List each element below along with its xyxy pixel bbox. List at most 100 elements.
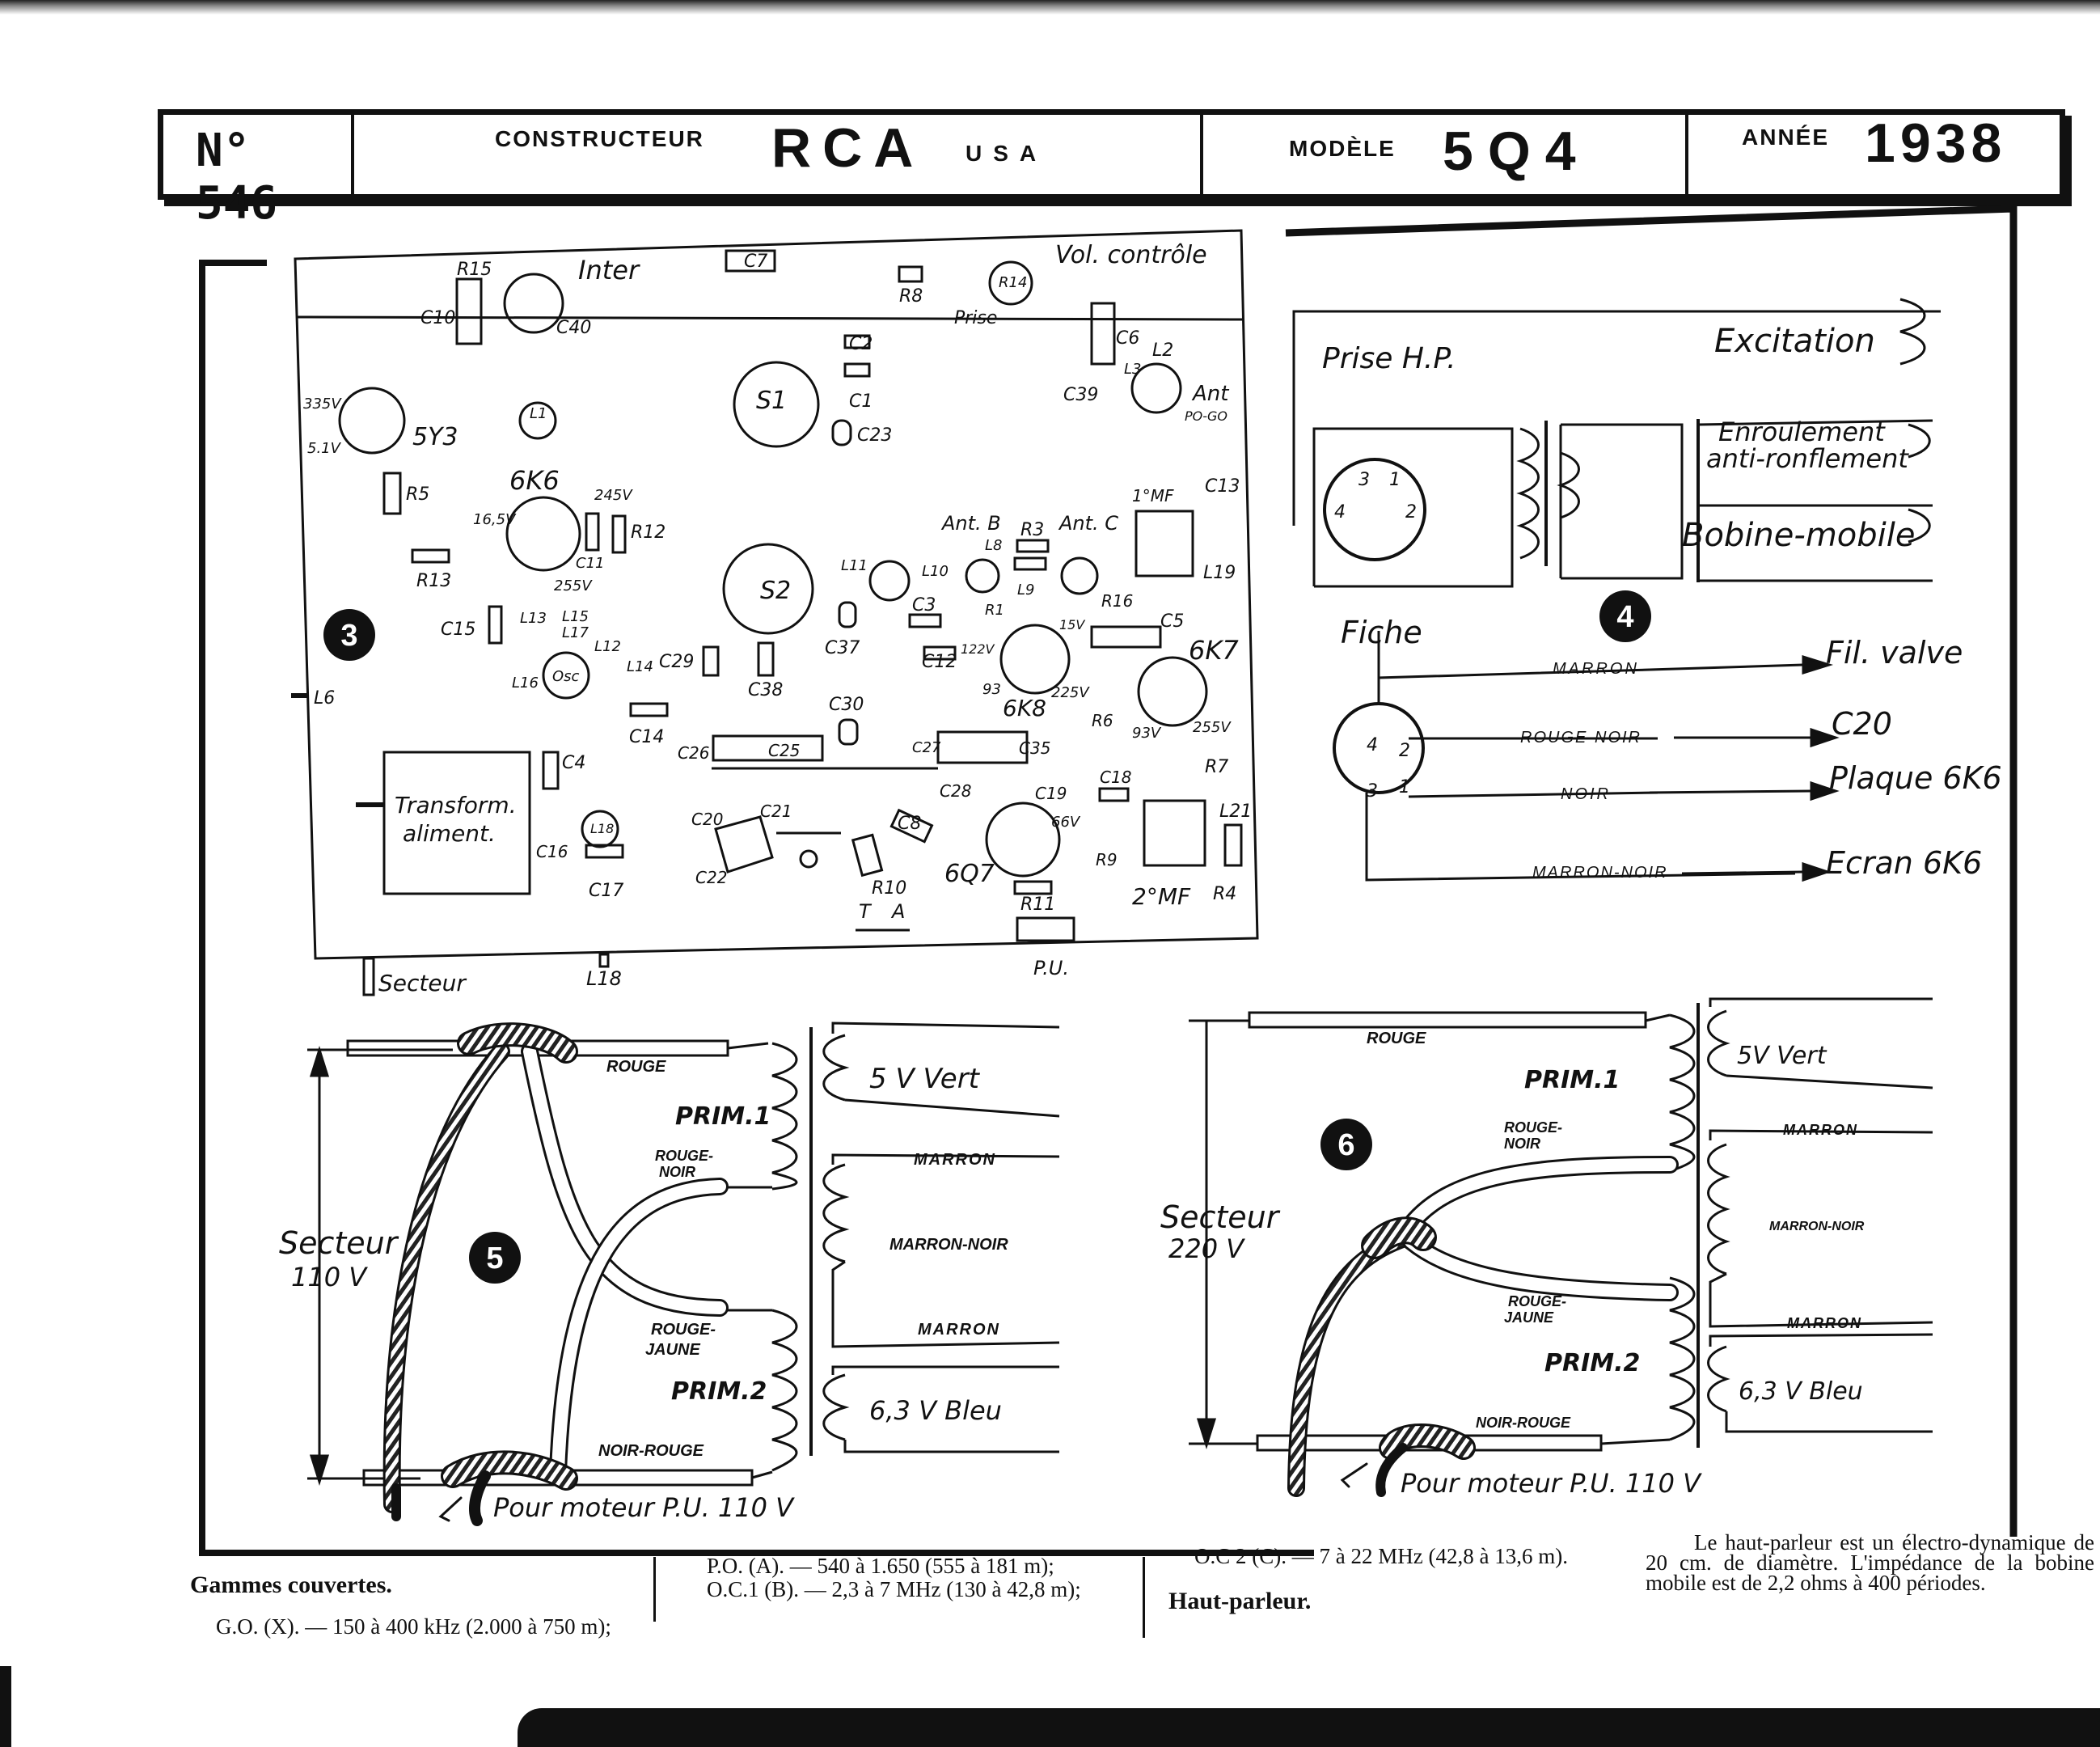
constructeur-label: CONSTRUCTEUR (495, 126, 704, 151)
label-pu: P.U. (1033, 957, 1069, 979)
tube-6k7 (1137, 656, 1208, 727)
label-122v: 122V (961, 641, 995, 657)
fig5-cords (382, 1022, 729, 1526)
fig4-socket-pin-4: 4 (1334, 502, 1346, 522)
label-c29: C29 (659, 652, 694, 672)
fig4-labels: Prise H.P. Excitation Enroulement anti-r… (1322, 323, 2002, 882)
label-6k7: 6K7 (1189, 635, 1239, 666)
fig5-rouge-jaune-1: ROUGE- (651, 1321, 716, 1339)
label-c19: C19 (1035, 784, 1067, 803)
fig6-rouge-noir-1: ROUGE- (1504, 1119, 1562, 1136)
coil-antc (1060, 556, 1099, 595)
switch-s1 (733, 361, 820, 448)
coil-l18 (581, 810, 619, 848)
fig4-plug-pin-1: 1 (1399, 777, 1410, 797)
label-transfo-2: aliment. (403, 820, 496, 847)
label-c26: C26 (678, 743, 709, 763)
footer-po-oc1: P.O. (A). — 540 à 1.650 (555 à 181 m); O… (681, 1555, 1118, 1601)
footer-go: G.O. (X). — 150 à 400 kHz (2.000 à 750 m… (216, 1614, 611, 1639)
tube-5y3 (338, 387, 406, 455)
fig4-enroulement-2: anti-ronflement (1706, 443, 1909, 474)
modele-label: MODÈLE (1289, 136, 1396, 161)
fig5-marron: MARRON (914, 1151, 996, 1169)
label-c16: C16 (536, 842, 568, 861)
label-c23: C23 (857, 425, 892, 446)
label-c11: C11 (576, 555, 604, 572)
label-c8: C8 (898, 814, 921, 834)
fig6-rouge-jaune-2: JAUNE (1504, 1309, 1554, 1326)
can-ant (1130, 362, 1182, 414)
label-transfo-1: Transform. (395, 792, 517, 819)
footer-oc2-hp: O.C 2 (C). — 7 à 22 MHz (42,8 à 13,6 m).… (1168, 1545, 1605, 1614)
label-l8: L8 (985, 537, 1002, 554)
label-l14: L14 (627, 658, 653, 675)
fig6-labels: Secteur 220 V ROUGE PRIM.1 ROUGE- NOIR R… (1160, 1030, 1865, 1499)
fig4-prise-hp: Prise H.P. (1322, 342, 1456, 375)
scan-bottom-edge (518, 1708, 2100, 1747)
label-l12: L12 (594, 638, 621, 655)
label-l18-bottom: L18 (586, 967, 622, 990)
label-s1: S1 (756, 387, 787, 415)
fig4-socket-pin-1: 1 (1389, 470, 1401, 490)
switch-s2 (722, 543, 814, 635)
fig4-plug-pin-4: 4 (1367, 735, 1378, 755)
label-l21: L21 (1219, 802, 1252, 822)
label-51v: 5.1V (307, 440, 342, 457)
fig6-wiring (1189, 997, 1933, 1452)
fig4-wire-3-color: NOIR (1561, 785, 1611, 803)
fig6-rouge: ROUGE (1367, 1030, 1426, 1047)
fig6-noir-rouge: NOIR-ROUGE (1476, 1415, 1571, 1431)
label-r9: R9 (1096, 850, 1118, 869)
fig5-rouge-noir-1: ROUGE- (655, 1148, 713, 1164)
fig5-marron-noir: MARRON-NOIR (889, 1236, 1008, 1254)
label-antc: Ant. C (1058, 512, 1118, 535)
label-l17: L17 (562, 624, 589, 641)
label-s2: S2 (760, 577, 791, 605)
footer-oc2: O.C 2 (C). — 7 à 22 MHz (42,8 à 13,6 m). (1194, 1544, 1568, 1568)
label-c28: C28 (940, 781, 971, 801)
label-r10: R10 (872, 878, 906, 899)
fig3-badge-disc (323, 609, 375, 661)
fig5-moteur: Pour moteur P.U. 110 V (493, 1492, 795, 1523)
footer-divider-1 (653, 1557, 656, 1622)
fig5-badge-disc (469, 1232, 521, 1284)
label-15v: 15V (1059, 617, 1085, 632)
label-pogo: PO-GO (1185, 408, 1227, 424)
label-c22: C22 (695, 868, 727, 887)
fig5-secteur: Secteur (279, 1225, 399, 1261)
label-c20: C20 (691, 810, 723, 829)
fig5-badge: 5 (486, 1242, 503, 1275)
label-l6: L6 (314, 688, 335, 709)
label-r12: R12 (631, 522, 665, 543)
label-c21: C21 (760, 802, 792, 821)
label-ant: Ant (1191, 382, 1229, 406)
label-c6: C6 (1116, 328, 1139, 349)
label-c35: C35 (1019, 738, 1050, 758)
label-6k6: 6K6 (509, 465, 560, 496)
fig5-rouge-jaune-2: JAUNE (645, 1341, 700, 1359)
fig4-plug-pin-3: 3 (1367, 781, 1378, 802)
label-r5: R5 (406, 484, 429, 505)
fig5-noir-rouge: NOIR-ROUGE (598, 1442, 704, 1460)
sheet-number: N° 546 (196, 125, 278, 230)
label-c1: C1 (849, 391, 873, 412)
fig4-wire-3-to: Plaque 6K6 (1829, 760, 2002, 796)
fig6-5v-vert: 5V Vert (1737, 1042, 1827, 1070)
footer-oc1: O.C.1 (B). — 2,3 à 7 MHz (130 à 42,8 m); (707, 1577, 1081, 1601)
footer-divider-2 (1143, 1557, 1145, 1638)
label-l15: L15 (562, 608, 589, 625)
tube-6q7 (985, 802, 1061, 878)
label-2mf: 2°MF (1132, 883, 1191, 910)
label-r14: R14 (999, 274, 1027, 291)
if-transformer-1 (1135, 510, 1194, 577)
label-c17: C17 (589, 881, 623, 901)
fig4-badge: 4 (1616, 600, 1633, 634)
fig4-wire-2-color: ROUGE-NOIR (1520, 729, 1642, 747)
fig6-badge-disc (1320, 1119, 1372, 1170)
label-c18: C18 (1100, 768, 1131, 787)
modele-value: 5Q4 (1443, 121, 1591, 182)
fig4-excitation: Excitation (1714, 323, 1875, 360)
label-c15: C15 (441, 620, 475, 640)
label-inter: Inter (578, 255, 640, 286)
